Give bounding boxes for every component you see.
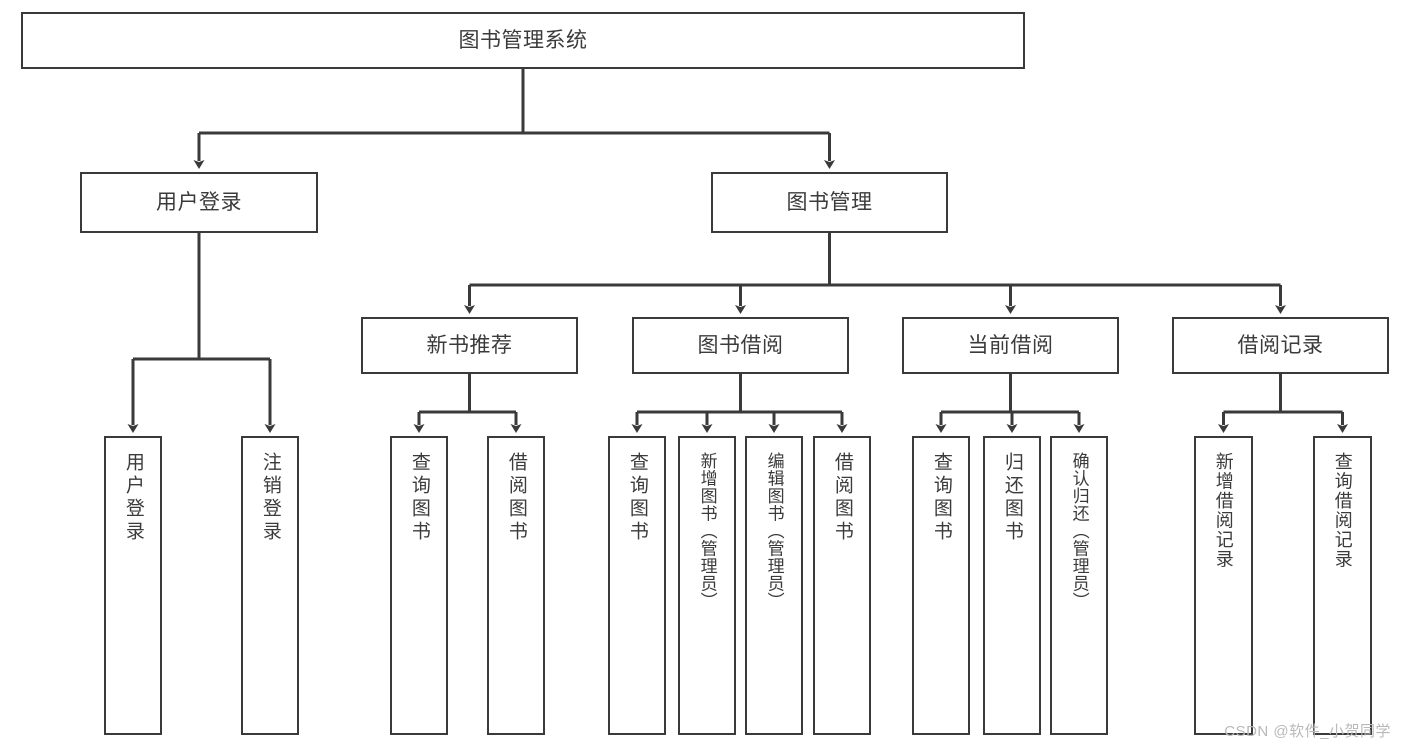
node-label-leaf-borrow-book-rec: 借阅图书 [505,452,527,544]
node-leaf-query-book-rec[interactable]: 查询图书 [390,436,448,735]
node-label-root: 图书管理系统 [458,28,588,52]
node-new-book-recommend[interactable]: 新书推荐 [361,317,578,374]
node-label-leaf-query-book-rec: 查询图书 [408,452,430,544]
node-label-leaf-add-book-admin: 新增图书（管理员） [697,452,717,610]
node-leaf-query-book-cur[interactable]: 查询图书 [912,436,970,735]
node-label-leaf-user-logout: 注销登录 [259,452,281,544]
node-leaf-add-borrow-record[interactable]: 新增借阅记录 [1194,436,1253,735]
node-root[interactable]: 图书管理系统 [21,12,1025,69]
node-user-login[interactable]: 用户登录 [80,172,318,233]
node-label-leaf-return-book: 归还图书 [1001,452,1023,544]
node-leaf-query-borrow-record[interactable]: 查询借阅记录 [1313,436,1372,735]
node-label-leaf-user-login: 用户登录 [122,452,144,544]
node-label-book-borrow: 图书借阅 [697,333,784,357]
node-label-book-manage: 图书管理 [786,190,873,214]
node-leaf-return-book[interactable]: 归还图书 [983,436,1041,735]
node-leaf-confirm-return-admin[interactable]: 确认归还（管理员） [1050,436,1108,735]
node-label-leaf-borrow-book-bor: 借阅图书 [831,452,853,544]
node-leaf-borrow-book-bor[interactable]: 借阅图书 [813,436,871,735]
node-leaf-user-login[interactable]: 用户登录 [104,436,162,735]
node-borrow-record[interactable]: 借阅记录 [1172,317,1389,374]
node-label-borrow-record: 借阅记录 [1237,333,1324,357]
node-book-manage[interactable]: 图书管理 [711,172,948,233]
node-label-leaf-query-book-cur: 查询图书 [930,452,952,544]
node-label-leaf-query-book-bor: 查询图书 [626,452,648,544]
node-label-leaf-edit-book-admin: 编辑图书（管理员） [764,452,784,610]
node-label-current-borrow: 当前借阅 [967,333,1054,357]
node-current-borrow[interactable]: 当前借阅 [902,317,1119,374]
node-label-new-book-recommend: 新书推荐 [426,333,513,357]
node-leaf-add-book-admin[interactable]: 新增图书（管理员） [678,436,736,735]
node-leaf-query-book-bor[interactable]: 查询图书 [608,436,666,735]
node-label-leaf-query-borrow-record: 查询借阅记录 [1332,452,1353,569]
node-label-leaf-add-borrow-record: 新增借阅记录 [1213,452,1234,569]
node-leaf-edit-book-admin[interactable]: 编辑图书（管理员） [745,436,803,735]
node-leaf-user-logout[interactable]: 注销登录 [241,436,299,735]
node-label-user-login: 用户登录 [156,190,242,214]
node-leaf-borrow-book-rec[interactable]: 借阅图书 [487,436,545,735]
node-book-borrow[interactable]: 图书借阅 [632,317,849,374]
node-label-leaf-confirm-return-admin: 确认归还（管理员） [1069,452,1089,610]
csdn-watermark: CSDN @软件_小贺同学 [1224,723,1391,740]
